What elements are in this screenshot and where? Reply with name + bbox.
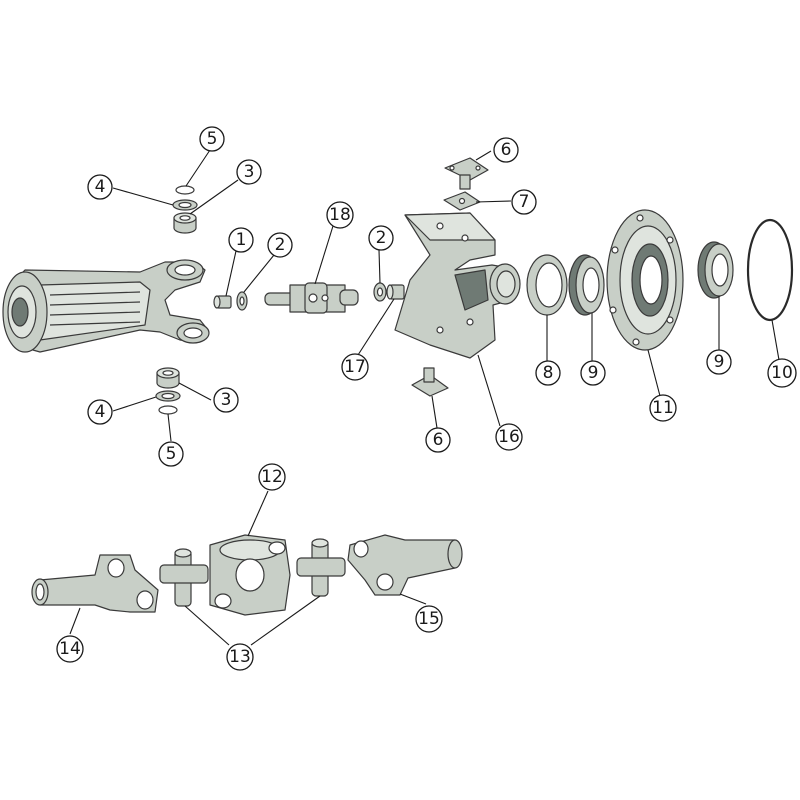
shaft-yoke-15 (347, 534, 463, 596)
shaft-yoke-14 (31, 554, 159, 613)
callout-label: 3 (221, 390, 232, 410)
callout-14: 14 (56, 635, 84, 663)
callout-label: 2 (376, 228, 387, 248)
callout-12: 12 (258, 463, 286, 491)
callout-5-upper: 5 (199, 126, 225, 152)
oring-5-lower (158, 405, 178, 415)
callout-label: 14 (59, 639, 81, 659)
callout-5-lower: 5 (158, 441, 184, 467)
cap-6-upper (444, 157, 489, 190)
callout-17: 17 (341, 353, 369, 381)
steering-knuckle-16 (394, 212, 521, 359)
callout-label: 16 (498, 427, 520, 447)
callout-16: 16 (495, 423, 523, 451)
callout-label: 8 (543, 363, 554, 383)
callout-label: 17 (344, 357, 366, 377)
callout-11: 11 (649, 394, 677, 422)
axle-shaft-ujoint-18 (264, 282, 359, 314)
callout-label: 11 (652, 398, 674, 418)
callout-label: 18 (329, 205, 351, 225)
bearing-9-outer (697, 241, 734, 299)
callout-label: 7 (519, 192, 530, 212)
callout-label: 5 (207, 129, 218, 149)
leader-lines (69, 149, 780, 646)
oring-10 (746, 218, 794, 322)
callout-2-left: 2 (267, 232, 293, 258)
callout-9-right: 9 (706, 349, 732, 375)
callout-label: 4 (95, 402, 106, 422)
center-yoke-12 (209, 534, 291, 616)
callout-4-lower: 4 (87, 399, 113, 425)
bushing-3-lower (156, 367, 180, 389)
ujoint-cross-13-right (296, 538, 346, 597)
callout-label: 5 (166, 444, 177, 464)
oring-5-upper (175, 185, 195, 195)
callout-label: 9 (588, 363, 599, 383)
bushing-17 (386, 284, 405, 300)
callout-label: 9 (714, 352, 725, 372)
callout-13: 13 (226, 643, 254, 671)
callout-label: 3 (244, 162, 255, 182)
seal-4-upper (172, 199, 198, 211)
callout-6-upper: 6 (493, 137, 519, 163)
callout-1: 1 (228, 227, 254, 253)
bushing-3-upper (173, 212, 197, 234)
seal-4-lower (155, 390, 181, 402)
callout-label: 13 (229, 647, 251, 667)
callout-9-left: 9 (580, 360, 606, 386)
callout-label: 2 (275, 235, 286, 255)
callout-label: 15 (418, 609, 440, 629)
seal-8 (526, 254, 568, 316)
callout-label: 12 (261, 467, 283, 487)
cap-6-lower (411, 367, 449, 397)
callout-15: 15 (415, 605, 443, 633)
ujoint-cross-13-left (159, 548, 209, 607)
callout-10: 10 (767, 358, 797, 388)
callout-label: 10 (771, 363, 793, 383)
callout-label: 1 (236, 230, 247, 250)
axle-housing (2, 259, 210, 353)
callout-label: 6 (501, 140, 512, 160)
callout-7: 7 (511, 189, 537, 215)
callout-6-lower: 6 (425, 427, 451, 453)
callout-3-upper: 3 (236, 159, 262, 185)
seal-2-right (373, 282, 387, 302)
callout-3-lower: 3 (213, 387, 239, 413)
bearing-9-inner (568, 254, 605, 316)
callout-label: 6 (433, 430, 444, 450)
callout-2-right: 2 (368, 225, 394, 251)
wheel-hub-11 (606, 209, 684, 351)
callout-label: 4 (95, 177, 106, 197)
bushing-1 (213, 295, 232, 309)
gasket-7 (443, 191, 481, 211)
callout-4-upper: 4 (87, 174, 113, 200)
callout-8: 8 (535, 360, 561, 386)
callout-18: 18 (326, 201, 354, 229)
seal-2-left (236, 291, 248, 311)
